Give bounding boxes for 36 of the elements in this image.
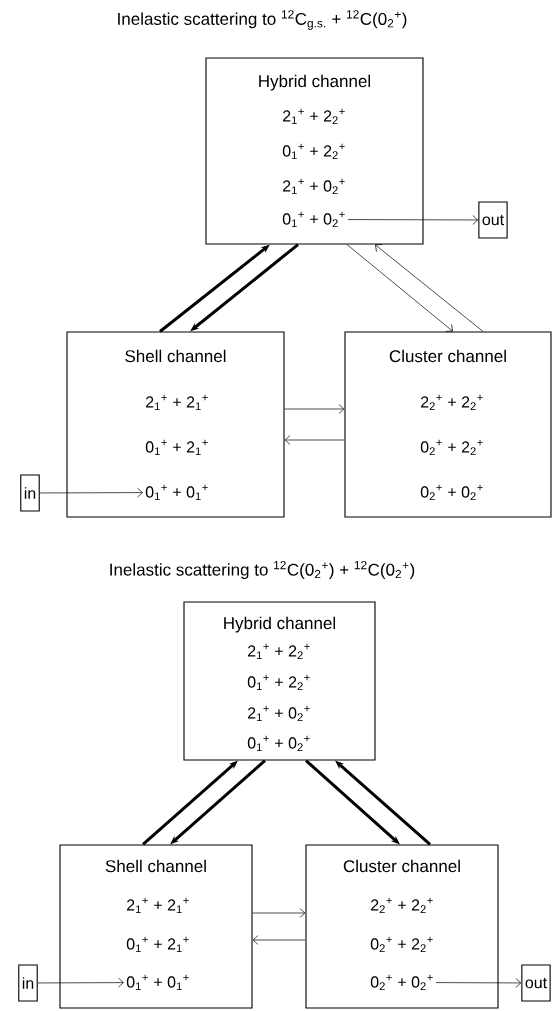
arrow	[347, 215, 479, 225]
state-label: 2$_{2}$$^{+}$ + 2$_{2}$+	[371, 897, 433, 914]
state-label: 0$_{2}$$^{+}$ + 2$_{2}$+	[370, 936, 433, 953]
arrow	[252, 908, 306, 918]
arrow	[37, 977, 124, 988]
port-box: out	[478, 201, 508, 239]
arrow	[435, 978, 522, 988]
state-label: 0$_{1}$$^{+}$ + 0$_{2}$+	[247, 735, 310, 752]
state-label: 0$_{1}$$^{+}$ + 2$_{2}$+	[247, 674, 310, 691]
arrow	[284, 404, 345, 414]
arrow	[346, 244, 453, 332]
state-label: 0$_{1}$$^{+}$ + 0$_{1}$+	[145, 484, 208, 501]
state-label: 2$_{1}$$^{+}$ + 2$_{2}$+	[283, 108, 345, 125]
state-label: 2$_{2}$$^{+}$ + 2$_{2}$+	[421, 394, 483, 411]
state-label: 0$_{2}$$^{+}$ + 0$_{2}$+	[420, 484, 483, 501]
arrow	[375, 244, 484, 332]
arrow	[39, 487, 143, 498]
state-label: 0$_{2}$$^{+}$ + 2$_{2}$+	[420, 439, 483, 456]
state-label: 0$_{1}$$^{+}$ + 2$_{1}$+	[145, 439, 208, 456]
heading: Inelastic scattering to $^{12}$C(0$_{2}$$^{+}$) + $^{12}$C(0$_{2}$$^{+}$)	[110, 560, 415, 580]
state-label: 2$_{1}$$^{+}$ + 0$_{2}$+	[283, 178, 345, 195]
arrow	[252, 935, 306, 945]
state-label: 2$_{1}$$^{+}$ + 2$_{2}$+	[248, 643, 310, 660]
state-label: 0$_{1}$$^{+}$ + 2$_{1}$+	[126, 936, 189, 953]
port-box: in	[18, 964, 38, 1002]
state-label: 0$_{2}$$^{+}$ + 0$_{2}$+	[370, 974, 433, 991]
state-label: 0$_{1}$$^{+}$ + 2$_{2}$+	[282, 143, 345, 160]
port-box: out	[521, 964, 551, 1002]
heading: Inelastic scattering to $^{12}$C$_{g.s.}$ + $^{12}$C(0$_{2}$$^{+}$)	[118, 10, 407, 30]
port-box: in	[20, 474, 40, 512]
state-label: 0$_{1}$$^{+}$ + 0$_{1}$+	[126, 974, 189, 991]
state-label: 2$_{1}$$^{+}$ + 0$_{2}$+	[248, 705, 310, 722]
state-label: 2$_{1}$$^{+}$ + 2$_{1}$+	[146, 394, 208, 411]
arrow	[284, 435, 345, 445]
state-label: 0$_{1}$$^{+}$ + 0$_{2}$+	[282, 211, 345, 228]
state-label: 2$_{1}$$^{+}$ + 2$_{1}$+	[127, 897, 189, 914]
